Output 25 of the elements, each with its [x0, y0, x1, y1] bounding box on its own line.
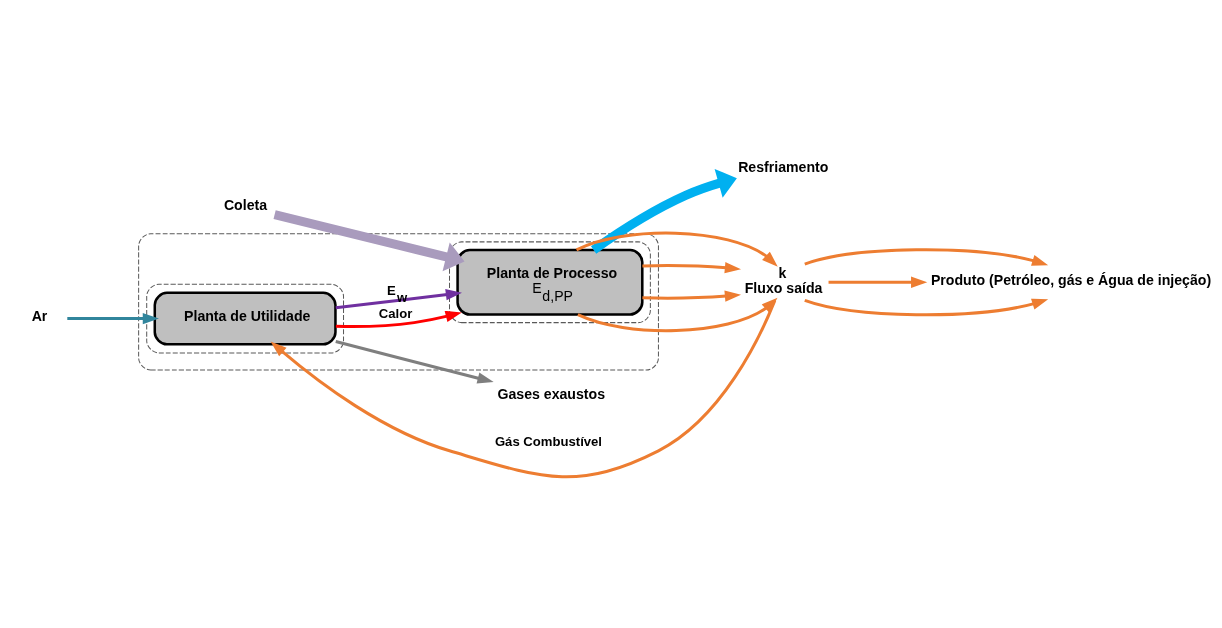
arrow: [642, 290, 742, 302]
arrow: [642, 262, 741, 274]
arrow: [270, 300, 777, 479]
node-text: k Fluxo saída: [744, 265, 823, 296]
node-text: Produto (Petróleo, gás e Água de injeção): [930, 271, 1212, 288]
arrow: [804, 298, 1049, 317]
arrow: [804, 248, 1049, 266]
cluster: [138, 233, 659, 371]
node-text: Ar: [31, 308, 48, 325]
arrow: [575, 231, 778, 267]
edge-label: Calor: [378, 305, 413, 321]
arrow: [335, 340, 494, 384]
node-text: Gases exaustos: [497, 386, 606, 403]
node-box: Planta de Utilidade: [153, 291, 337, 346]
arrow: [828, 276, 928, 288]
node-text: Coleta: [223, 197, 268, 214]
node-text: Resfriamento: [738, 158, 829, 175]
cluster: [449, 241, 651, 324]
edge-label: Gás Combustível: [494, 434, 603, 450]
arrow: [335, 289, 462, 310]
arrow: [335, 310, 462, 329]
arrow: [591, 169, 737, 254]
arrow: [67, 312, 159, 325]
arrow: [273, 210, 465, 272]
cluster: [146, 283, 345, 354]
